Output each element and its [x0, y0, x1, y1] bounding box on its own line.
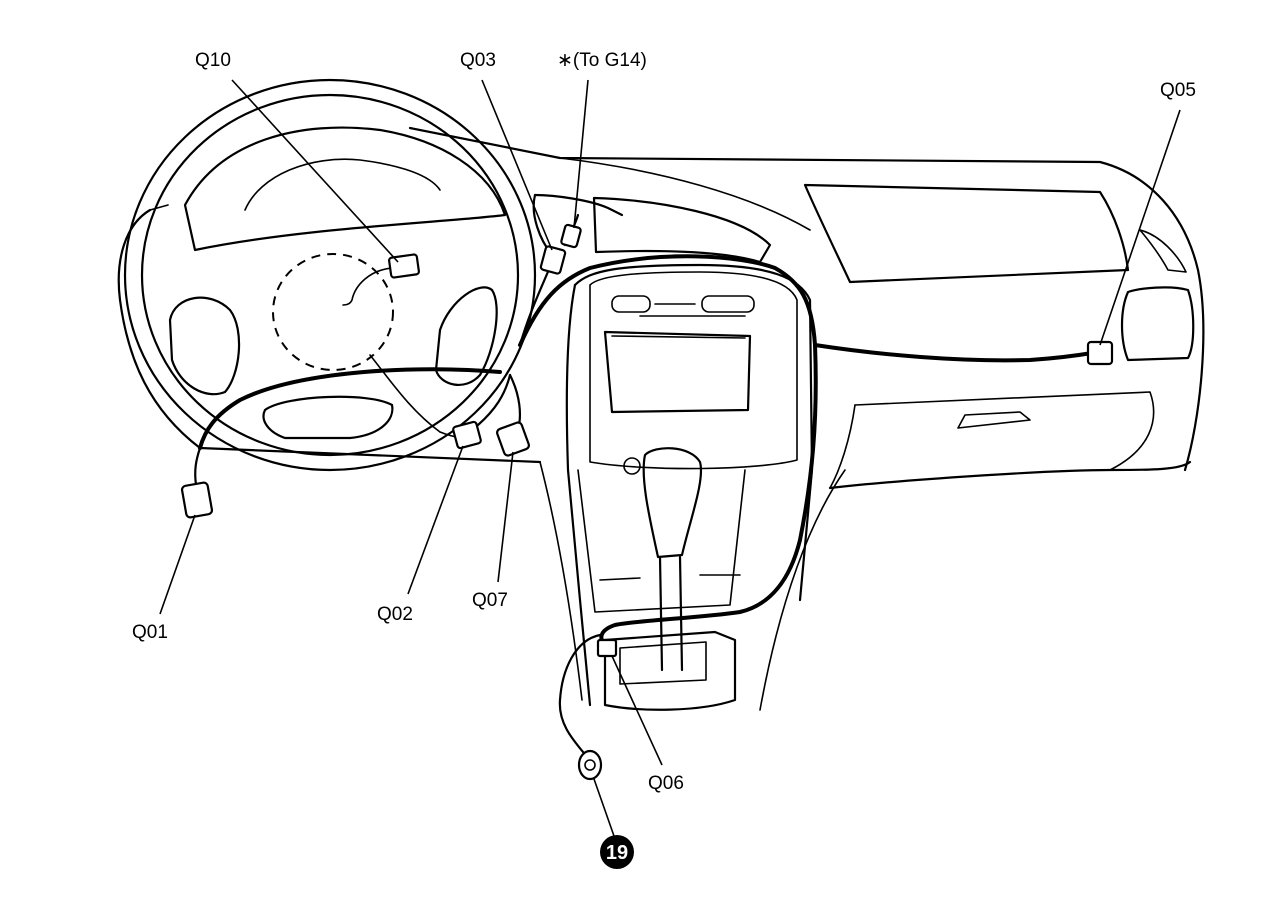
label-q03: Q03	[460, 50, 496, 71]
label-q10: Q10	[195, 50, 231, 71]
connector-q05	[1086, 340, 1114, 366]
connectors	[180, 223, 1114, 781]
label-q02: Q02	[377, 604, 413, 625]
label-q06: Q06	[648, 773, 684, 794]
label-q01: Q01	[132, 622, 168, 643]
connector-q07	[496, 421, 530, 457]
leader-lines	[159, 79, 1181, 837]
connector-g14	[560, 223, 582, 249]
ground-badge	[600, 835, 634, 869]
steering-wheel	[123, 78, 537, 472]
labels: Q10 Q03 ∗(To G14) Q05 Q01 Q02 Q07 Q06 19	[132, 50, 1196, 869]
shift-lever	[623, 447, 703, 672]
ground-badge-number: 19	[606, 842, 628, 864]
connector-q01	[180, 481, 214, 519]
ground-terminal	[577, 749, 603, 781]
connector-q02	[452, 420, 482, 450]
connector-q06	[596, 638, 618, 658]
label-to-g14: ∗(To G14)	[557, 50, 647, 71]
label-q07: Q07	[472, 590, 508, 611]
label-q05: Q05	[1160, 80, 1196, 101]
connector-q03	[539, 245, 567, 275]
